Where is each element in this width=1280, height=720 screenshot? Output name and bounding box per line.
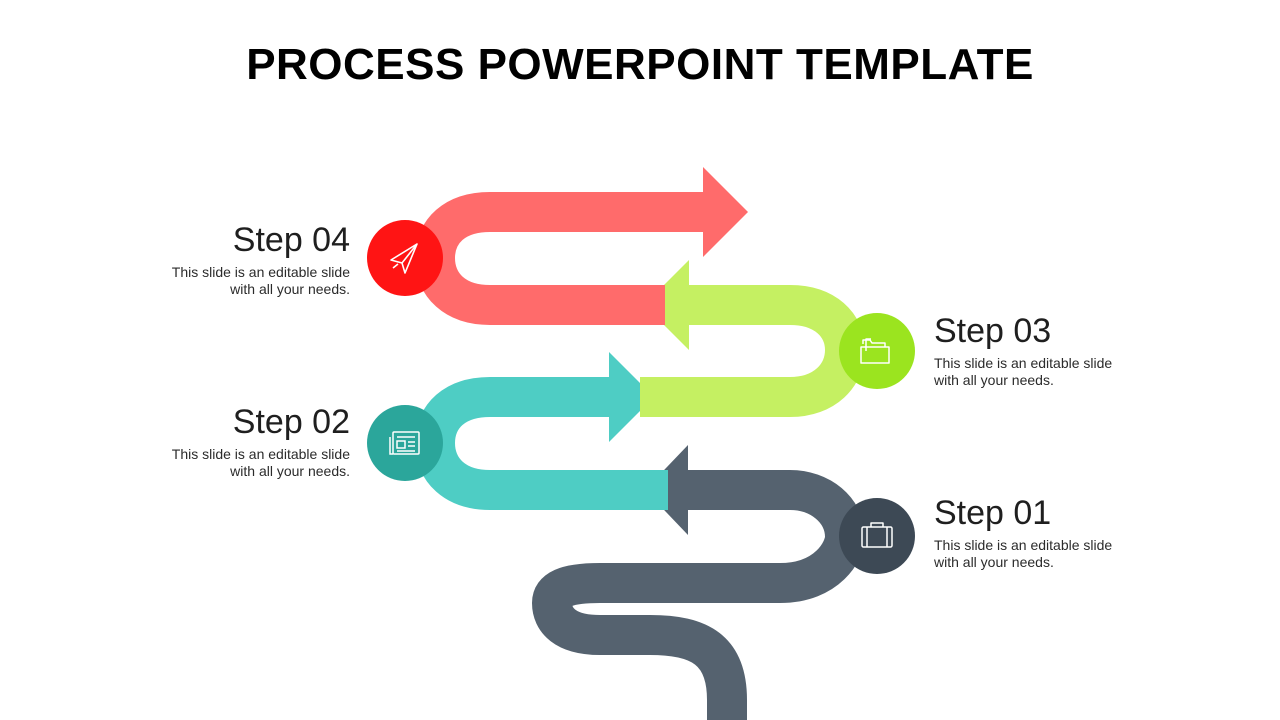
step-03-text: Step 03 This slide is an editable slide … (934, 311, 1194, 389)
step-01-desc-line1: This slide is an editable slide (934, 537, 1113, 553)
step-04-band (415, 167, 748, 325)
step-04-circle (367, 220, 443, 296)
step-03-title: Step 03 (934, 312, 1052, 350)
step-04-desc-line1: This slide is an editable slide (171, 264, 350, 280)
step-03-circle (839, 313, 915, 389)
newspaper-icon (389, 431, 420, 455)
step-04-title: Step 04 (232, 221, 350, 259)
step-04-text: Step 04 This slide is an editable slide … (90, 220, 350, 298)
page-title: PROCESS POWERPOINT TEMPLATE (246, 40, 1034, 89)
step-02-band (415, 352, 668, 510)
step-03-desc-line2: with all your needs. (934, 372, 1054, 388)
briefcase-icon (861, 522, 893, 548)
paper-plane-icon (390, 243, 418, 274)
step-01-title: Step 01 (934, 494, 1052, 532)
step-02-desc-line1: This slide is an editable slide (171, 446, 350, 462)
step-02-circle (367, 405, 443, 481)
step-03-desc-line1: This slide is an editable slide (934, 355, 1113, 371)
folders-icon (860, 338, 890, 364)
step-02-title: Step 02 (232, 403, 350, 441)
step-02-text: Step 02 This slide is an editable slide … (90, 402, 350, 480)
step-02-desc-line2: with all your needs. (230, 463, 350, 479)
step-01-desc-line2: with all your needs. (934, 554, 1054, 570)
step-04-desc-line2: with all your needs. (230, 281, 350, 297)
step-01-text: Step 01 This slide is an editable slide … (934, 493, 1194, 571)
step-01-circle (839, 498, 915, 574)
step-03-band (640, 260, 865, 417)
